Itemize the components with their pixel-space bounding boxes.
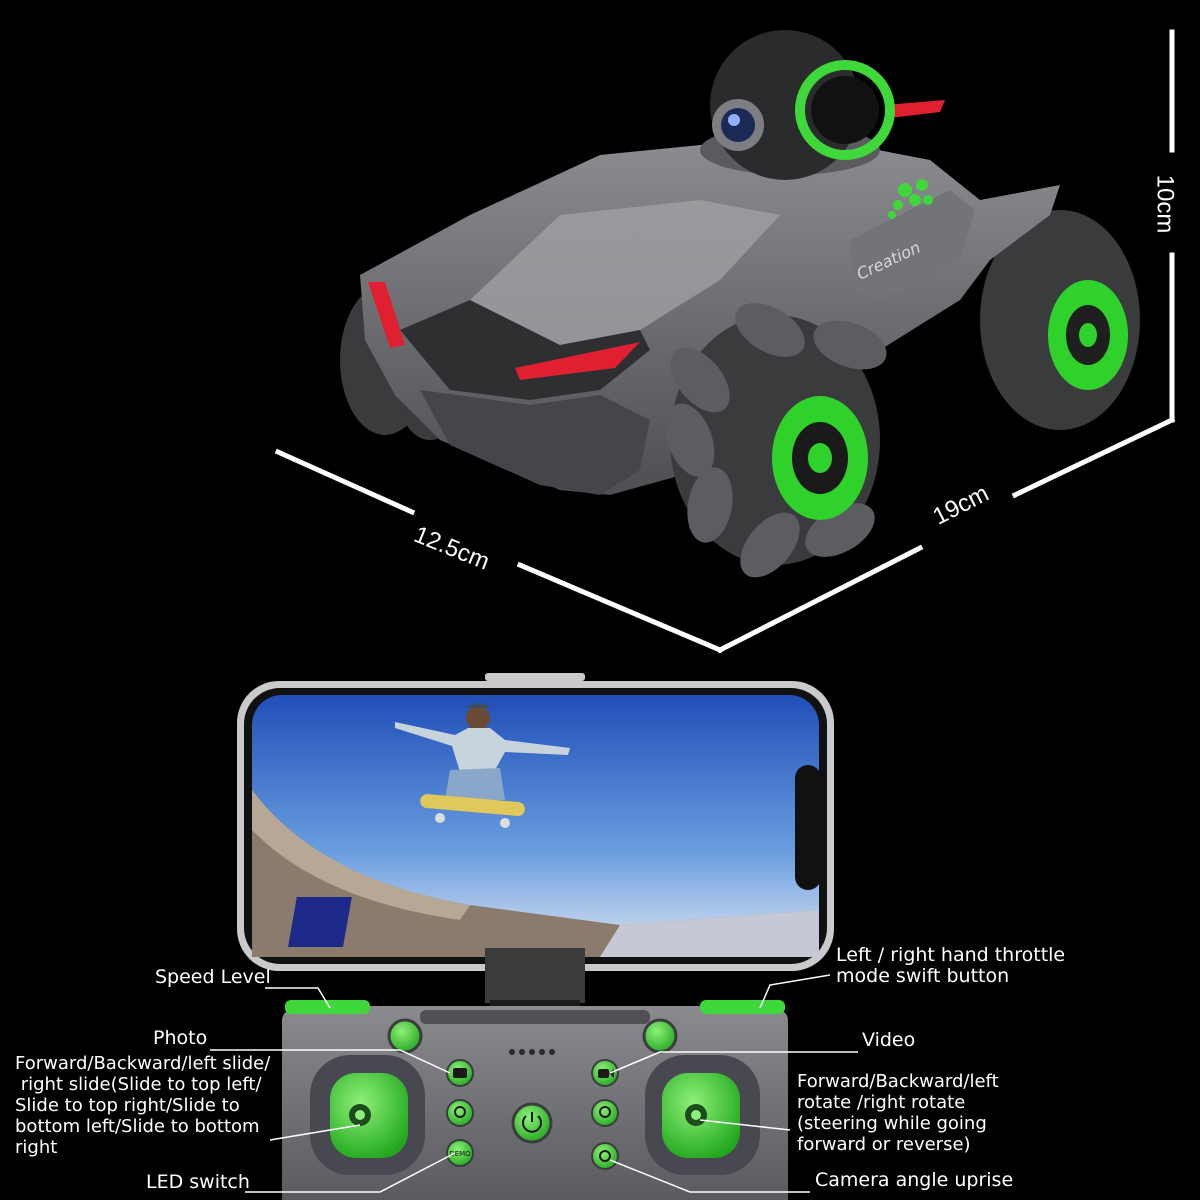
callout-video: [609, 1051, 858, 1074]
skater: [395, 703, 570, 828]
callout-photo: [210, 1049, 451, 1074]
car-lower: [420, 390, 650, 495]
right-joystick[interactable]: [645, 1055, 760, 1175]
width-dim-line-right: [516, 561, 724, 654]
callout-throttle: [759, 974, 831, 1009]
tail-light: [885, 100, 945, 118]
camera-icon: [453, 1068, 467, 1078]
callout-lines: [210, 974, 858, 1193]
car-front: [400, 300, 650, 400]
power-icon: [522, 1115, 542, 1133]
car-hood: [470, 200, 780, 345]
phone-notch: [795, 765, 821, 890]
length-dim-line-left: [716, 544, 924, 654]
led-switch-label: LED switch: [146, 1171, 250, 1193]
controller: DEMO: [282, 1000, 788, 1200]
throttle-mode-shoulder-button[interactable]: [700, 1000, 785, 1014]
video-camera-icon: [598, 1069, 609, 1078]
indicator-dots: [509, 1049, 555, 1055]
angle-icon: [599, 1150, 611, 1162]
left-headlight: [368, 282, 405, 348]
callout-left-stick: [269, 1124, 361, 1141]
callout-right-stick: [699, 1119, 791, 1131]
speed-level-shoulder-button[interactable]: [285, 1000, 370, 1014]
side-panel: [850, 190, 975, 300]
speed-level-label: Speed Level: [155, 966, 271, 988]
throttle-mode-label: Left / right hand throttle mode swift bu…: [836, 944, 1066, 987]
phone-clamp: [485, 948, 585, 1003]
rc-car: Creation: [340, 30, 1140, 578]
callout-speed-level: [265, 987, 331, 1009]
height-dimension-label: 10cm: [1151, 174, 1179, 234]
camera-dome: [700, 30, 895, 180]
video-button[interactable]: [591, 1059, 619, 1087]
photo-label: Photo: [153, 1027, 208, 1049]
width-dim-line-left: [274, 448, 416, 516]
camera-angle-button[interactable]: [591, 1142, 619, 1170]
phone: [237, 673, 834, 1006]
rear-wheel: [980, 210, 1140, 430]
callout-camera-angle: [609, 1159, 810, 1193]
camera-lens-icon: [599, 1106, 611, 1118]
left-joystick[interactable]: [310, 1055, 425, 1175]
camera-lens-button[interactable]: [591, 1099, 619, 1127]
video-label: Video: [862, 1029, 916, 1051]
demo-button-label: DEMO: [449, 1150, 471, 1158]
led-button[interactable]: [446, 1099, 474, 1127]
skate-ramp: [252, 790, 819, 957]
light-bulb-icon: [454, 1106, 466, 1118]
rotate-stick-label: Forward/Backward/left rotate /right rota…: [797, 1071, 999, 1155]
green-logo: [888, 179, 933, 219]
photo-button[interactable]: [446, 1059, 474, 1087]
dimension-lines: [274, 29, 1176, 654]
video-top-button[interactable]: [642, 1018, 678, 1054]
move-stick-label: Forward/Backward/left slide/ right slide…: [15, 1053, 271, 1158]
power-button[interactable]: [511, 1102, 553, 1144]
front-wheel: [665, 303, 887, 578]
length-dim-line-right: [1011, 416, 1176, 499]
right-headlight: [515, 342, 640, 380]
callout-led: [245, 1152, 456, 1193]
photo-top-button[interactable]: [387, 1018, 423, 1054]
blue-box: [288, 897, 352, 947]
camera-angle-label: Camera angle uprise: [815, 1169, 1014, 1191]
demo-button[interactable]: DEMO: [446, 1139, 474, 1167]
